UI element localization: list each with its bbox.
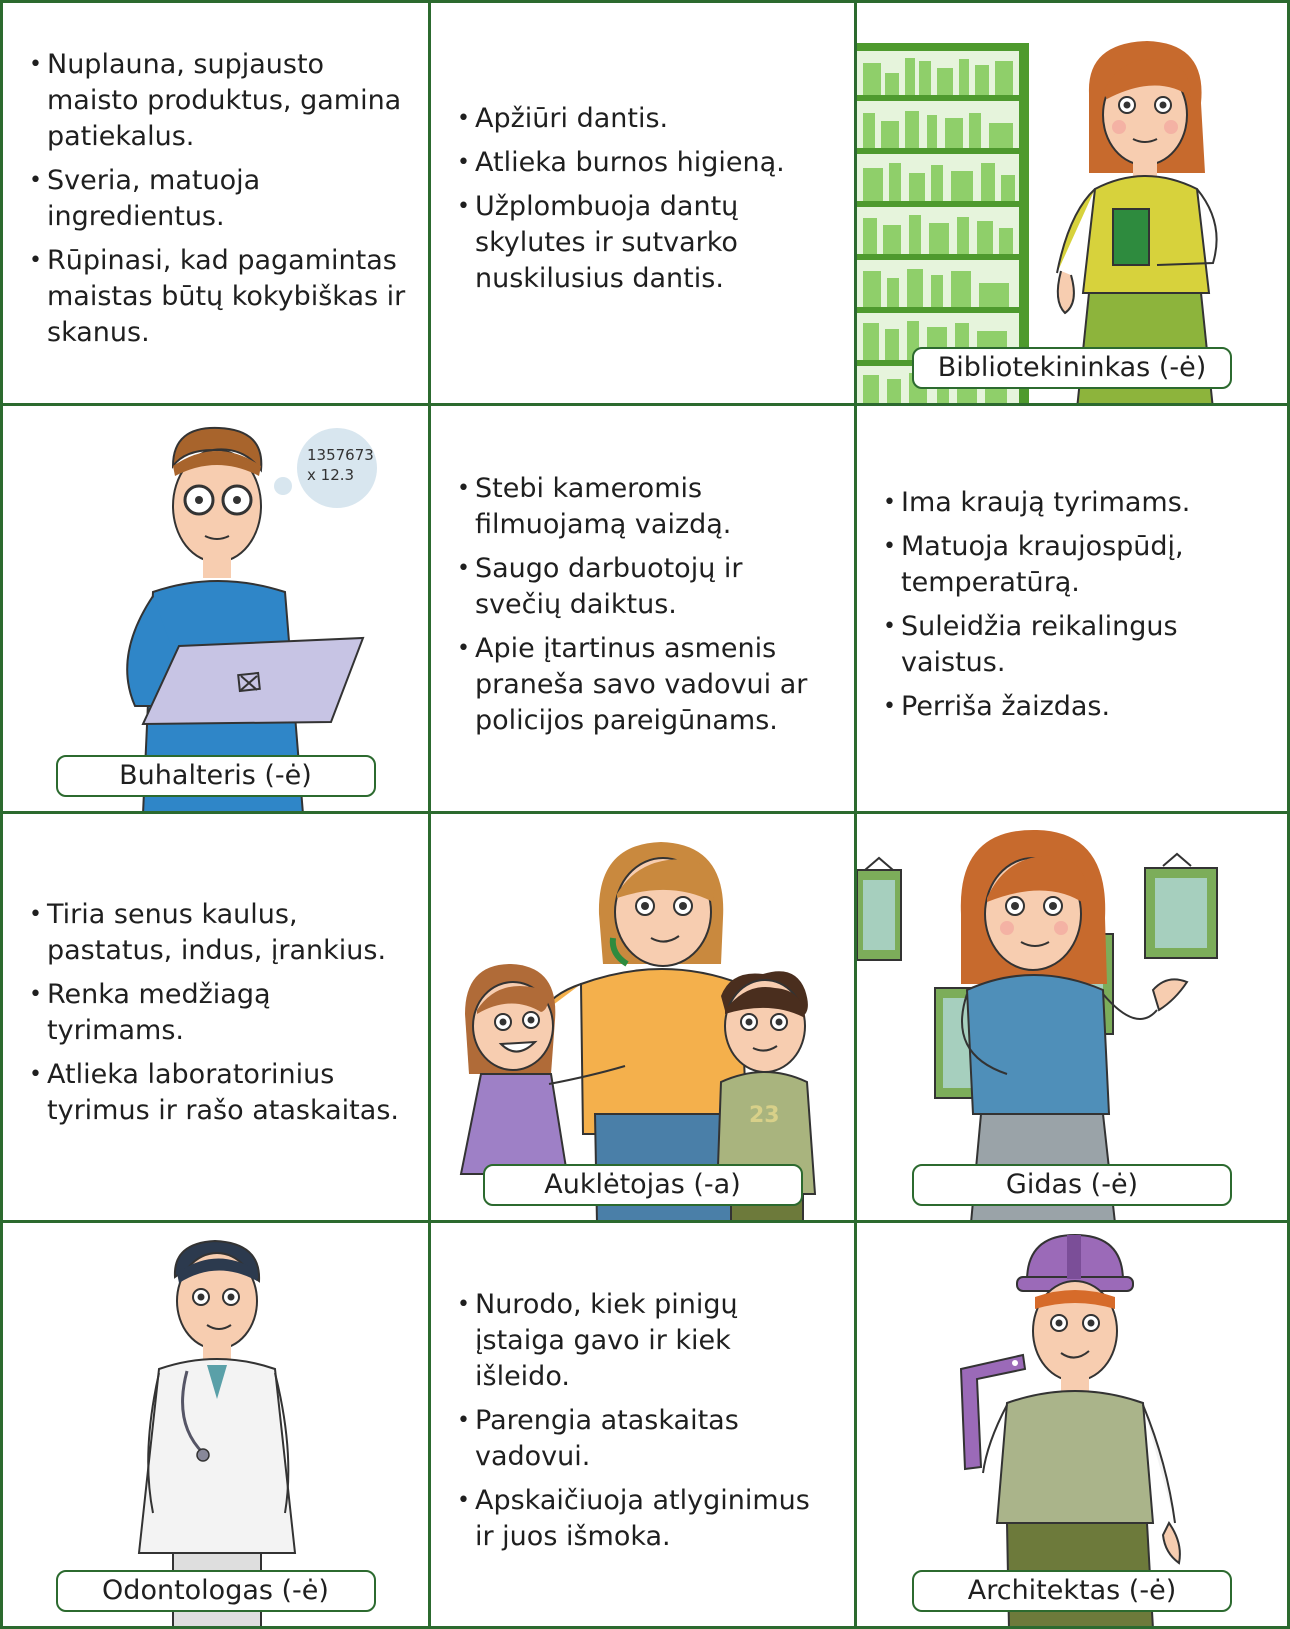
duty-item: Tiria senus kaulus, pastatus, indus, įra… (29, 897, 408, 969)
profession-label: Auklėtojas (-a) (482, 1164, 803, 1206)
duty-item: Apžiūri dantis. (457, 101, 834, 137)
card-teacher: 23 Auklėtojas (-a) (431, 814, 857, 1223)
duty-list: Ima kraują tyrimams. Matuoja kraujospūdį… (857, 485, 1287, 733)
duty-list: Nurodo, kiek pinigų įstaiga gavo ir kiek… (431, 1287, 854, 1563)
card-librarian: Bibliotekininkas (-ė) (857, 0, 1290, 406)
duty-item: Parengia ataskaitas vadovui. (457, 1403, 834, 1475)
card-nurse-duties: Ima kraują tyrimams. Matuoja kraujospūdį… (857, 406, 1290, 814)
librarian-illustration (857, 41, 1218, 403)
thought-bubble-line: 1357673 (307, 446, 374, 464)
card-cook-duties: Nuplauna, supjausto maisto produktus, ga… (0, 0, 431, 406)
duty-item: Renka medžiagą tyrimams. (29, 977, 408, 1049)
guide-illustration (857, 829, 1218, 1220)
duty-item: Saugo darbuotojų ir svečių daiktus. (457, 551, 834, 623)
duty-item: Matuoja kraujospūdį, temperatūrą. (883, 529, 1267, 601)
duty-item: Ima kraują tyrimams. (883, 485, 1267, 521)
profession-label: Odontologas (-ė) (55, 1570, 376, 1612)
card-security-guard-duties: Stebi kameromis filmuojamą vaizdą. Saugo… (431, 406, 857, 814)
duty-item: Suleidžia reikalingus vaistus. (883, 609, 1267, 681)
profession-label: Gidas (-ė) (912, 1164, 1232, 1206)
duty-item: Stebi kameromis filmuojamą vaizdą. (457, 471, 834, 543)
card-architect: Architektas (-ė) (857, 1223, 1290, 1629)
card-accountant: 1357673 x 12.3 Buhalteris (-ė) (0, 406, 431, 814)
card-guide: Gidas (-ė) (857, 814, 1290, 1223)
profession-label: Architektas (-ė) (912, 1570, 1232, 1612)
shirt-number: 23 (749, 1103, 780, 1128)
teacher-illustration: 23 (459, 842, 817, 1220)
duty-item: Atlieka burnos higieną. (457, 145, 834, 181)
duty-item: Sveria, matuoja ingredientus. (29, 163, 408, 235)
duty-item: Užplombuoja dantų skylutes ir sutvarko n… (457, 189, 834, 297)
duty-item: Rūpinasi, kad pagamintas maistas būtų ko… (29, 243, 408, 351)
duty-item: Apie įtartinus asmenis praneša savo vado… (457, 631, 834, 739)
card-dentist: Odontologas (-ė) (0, 1223, 431, 1629)
duty-item: Nurodo, kiek pinigų įstaiga gavo ir kiek… (457, 1287, 834, 1395)
thought-bubble-line: x 12.3 (307, 466, 354, 484)
duty-list: Nuplauna, supjausto maisto produktus, ga… (3, 47, 428, 359)
architect-illustration (959, 1233, 1181, 1626)
duty-item: Apskaičiuoja atlyginimus ir juos išmoka. (457, 1483, 834, 1555)
dentist-illustration (137, 1239, 297, 1626)
duty-list: Stebi kameromis filmuojamą vaizdą. Saugo… (431, 471, 854, 747)
accountant-illustration: 1357673 x 12.3 (126, 426, 377, 811)
duty-list: Tiria senus kaulus, pastatus, indus, įra… (3, 897, 428, 1137)
duty-item: Nuplauna, supjausto maisto produktus, ga… (29, 47, 408, 155)
profession-label: Buhalteris (-ė) (55, 755, 376, 797)
card-accountant-duties: Nurodo, kiek pinigų įstaiga gavo ir kiek… (431, 1223, 857, 1629)
duty-item: Perriša žaizdas. (883, 689, 1267, 725)
profession-label: Bibliotekininkas (-ė) (912, 347, 1232, 389)
card-dental-hygienist-duties: Apžiūri dantis. Atlieka burnos higieną. … (431, 0, 857, 406)
duty-list: Apžiūri dantis. Atlieka burnos higieną. … (431, 101, 854, 305)
duty-item: Atlieka laboratorinius tyrimus ir rašo a… (29, 1057, 408, 1129)
card-archaeologist-duties: Tiria senus kaulus, pastatus, indus, įra… (0, 814, 431, 1223)
